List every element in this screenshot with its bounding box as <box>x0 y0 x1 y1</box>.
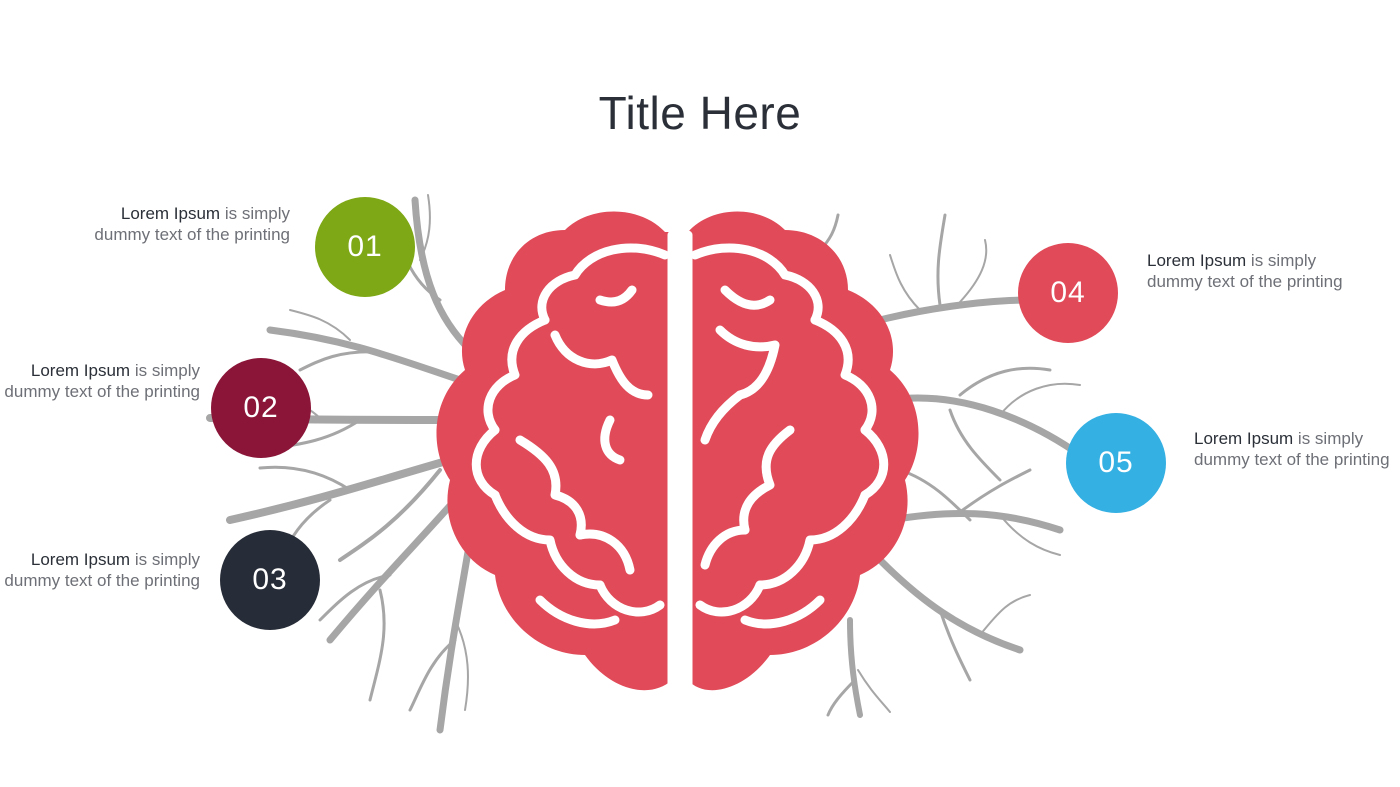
step-05-label-bold: Lorem Ipsum <box>1194 429 1294 448</box>
step-01-number: 01 <box>347 230 383 263</box>
step-02-label-bold: Lorem Ipsum <box>30 361 131 380</box>
step-04-label-bold: Lorem Ipsum <box>1147 251 1247 270</box>
step-05-label-text: is simply dummy text of the printing <box>1194 429 1390 469</box>
step-01-label-bold: Lorem Ipsum <box>120 204 221 223</box>
step-04-circle: 04 <box>1018 243 1118 343</box>
step-04-label-text: is simply dummy text of the printing <box>1147 251 1343 291</box>
step-01-circle: 01 <box>315 197 415 297</box>
step-05-label: Lorem Ipsum is simply dummy text of the … <box>1194 428 1394 470</box>
step-01-label-text: is simply dummy text of the printing <box>94 204 290 244</box>
step-03-label-text: is simply dummy text of the printing <box>4 550 200 590</box>
step-04-number: 04 <box>1050 276 1086 309</box>
step-02-label-text: is simply dummy text of the printing <box>4 361 200 401</box>
step-01-label: Lorem Ipsum is simply dummy text of the … <box>90 203 290 245</box>
brain-icon <box>436 211 919 695</box>
step-05-circle: 05 <box>1066 413 1166 513</box>
step-04-label: Lorem Ipsum is simply dummy text of the … <box>1147 250 1347 292</box>
step-05-number: 05 <box>1098 446 1134 479</box>
slide-title: Title Here <box>598 87 802 139</box>
step-02-label: Lorem Ipsum is simply dummy text of the … <box>0 360 200 402</box>
step-03-circle: 03 <box>220 530 320 630</box>
step-03-label-bold: Lorem Ipsum <box>30 550 131 569</box>
step-02-circle: 02 <box>211 358 311 458</box>
step-02-number: 02 <box>243 391 279 424</box>
roots-graphic <box>206 194 1084 734</box>
step-03-label: Lorem Ipsum is simply dummy text of the … <box>0 549 200 591</box>
step-03-number: 03 <box>252 563 288 596</box>
